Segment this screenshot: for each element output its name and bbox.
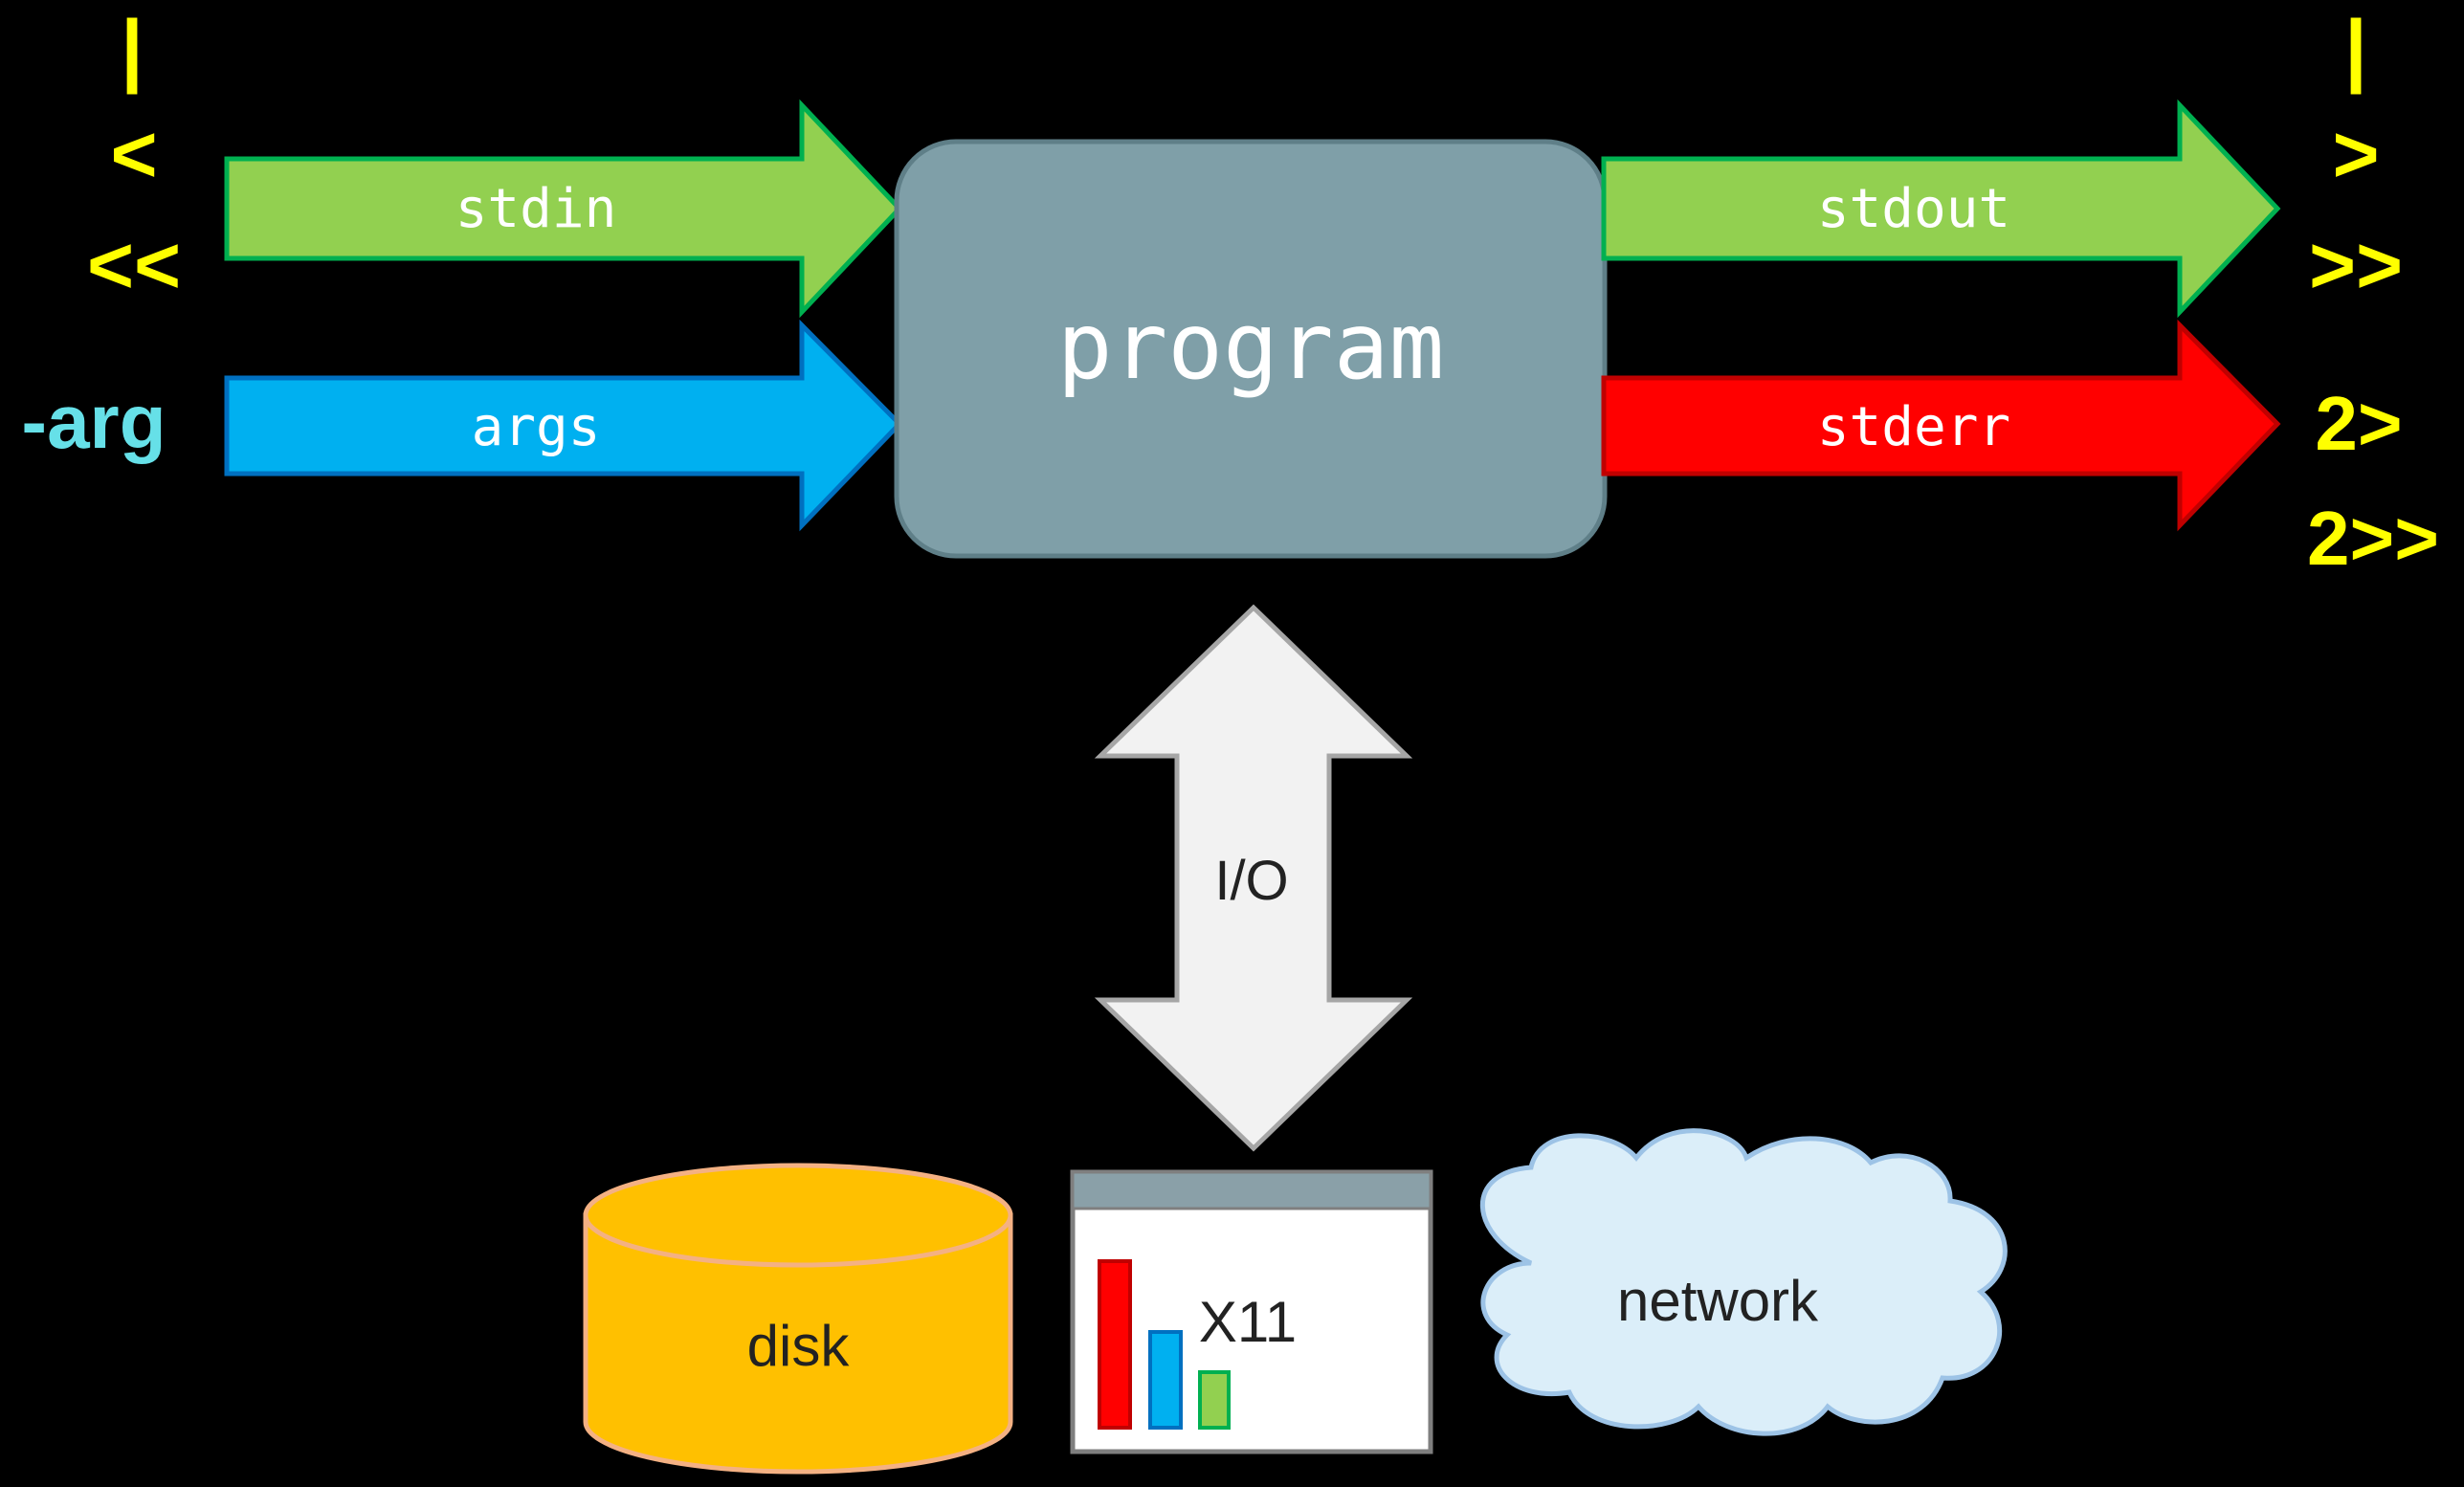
- network-label: network: [1617, 1269, 1819, 1333]
- arg-flag-label: -arg: [21, 379, 166, 464]
- stdout-redirect-operator: >: [2332, 109, 2379, 199]
- chart-bar-red: [1098, 1259, 1132, 1430]
- program-box: program: [894, 139, 1608, 559]
- io-double-arrow: I/O: [1094, 604, 1413, 1152]
- io-label: I/O: [1214, 850, 1288, 912]
- stdin-redirect-operator: <: [110, 109, 157, 199]
- stdin-pipe-operator: |: [121, 4, 144, 95]
- chart-bar-blue: [1148, 1330, 1183, 1430]
- stdout-operators: | > >>: [2309, 4, 2403, 310]
- disk-resource: disk: [583, 1163, 1013, 1475]
- stdout-label: stdout: [1817, 178, 2010, 240]
- stderr-redirect-operator: 2>: [2315, 381, 2402, 466]
- x11-label: X11: [1199, 1290, 1297, 1354]
- stderr-label: stderr: [1817, 396, 2010, 458]
- disk-label: disk: [747, 1314, 851, 1378]
- x11-resource: X11: [1070, 1169, 1433, 1454]
- cloud-icon: [1479, 1128, 2008, 1436]
- args-label: args: [472, 396, 601, 458]
- database-cylinder-icon: [583, 1163, 1013, 1475]
- program-label: program: [1057, 293, 1445, 400]
- stdout-pipe-operator: |: [2344, 4, 2367, 95]
- args-arrow: args: [224, 319, 903, 532]
- stderr-operators: 2> 2>>: [2307, 381, 2439, 581]
- chart-bar-green: [1198, 1370, 1231, 1430]
- stdout-arrow: stdout: [1601, 99, 2281, 319]
- stderr-append-operator: 2>>: [2307, 496, 2439, 581]
- stdin-heredoc-operator: <<: [87, 220, 181, 310]
- stdout-append-operator: >>: [2309, 220, 2403, 310]
- stdin-label: stdin: [455, 178, 617, 240]
- stdin-operators: | < <<: [87, 4, 181, 310]
- window-chart-icon: [1070, 1169, 1433, 1454]
- stderr-arrow: stderr: [1601, 319, 2281, 532]
- network-resource: network: [1479, 1128, 2008, 1436]
- stdin-arrow: stdin: [224, 99, 903, 319]
